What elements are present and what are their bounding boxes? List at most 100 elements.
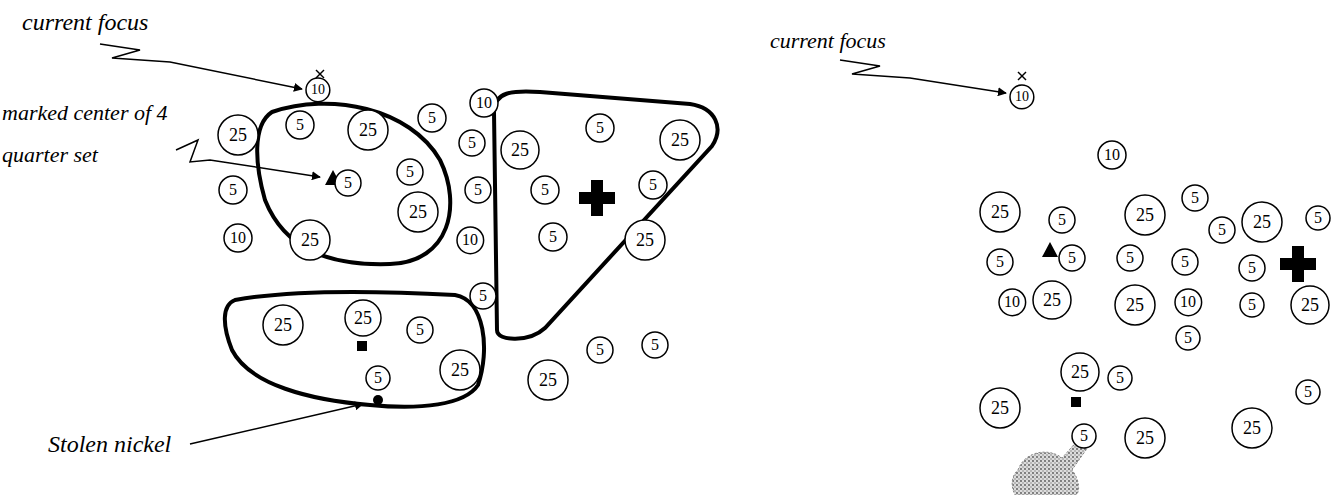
coin-circle [290,220,330,260]
coin-circle [660,120,700,160]
coin-circle [224,224,252,252]
coin-circle [1072,424,1096,448]
coin: 5 [585,113,615,143]
coin-value: 5 [468,135,476,151]
coin-value: 5 [596,120,604,136]
coin-circle [625,220,665,260]
coin-circle [528,360,568,400]
coin-value: 5 [344,175,352,191]
focus-mark [316,70,324,78]
coin: 5 [1295,379,1321,405]
coin: 5 [1171,248,1199,276]
coin-circle [440,350,480,390]
coin: 5 [406,316,434,344]
coin-circle [286,111,314,139]
coin-value: 25 [1136,429,1154,447]
coin: 10 [998,288,1027,317]
coin: 5 [365,365,391,391]
nickel-dot [373,395,383,405]
coin: 5 [986,248,1014,276]
coin-circle [642,332,668,358]
coin: 5 [1175,325,1201,351]
coin: 5 [1181,184,1209,212]
leader-arrow [840,60,1006,93]
coin: 25 [1060,352,1100,392]
coin-value: 5 [416,322,424,338]
coin-circle [457,227,484,254]
coin-value: 25 [1253,213,1271,231]
coin-circle [1240,293,1264,317]
hand [1012,439,1088,495]
center-triangle [1042,242,1058,257]
coin: 25 [500,130,540,170]
coin-value: 25 [636,231,654,249]
coin-value: 25 [354,309,372,327]
coin-circle [459,130,485,156]
coin: 25 [262,304,304,346]
coin: 10 [469,88,499,118]
coin-value: 25 [301,231,319,249]
coin: 5 [538,222,568,252]
coin-circle [1061,353,1099,391]
coin-value: 5 [1191,190,1199,206]
coin-circle [999,289,1026,316]
coin-value: 25 [1243,419,1261,437]
coin: 25 [979,191,1021,233]
coin-circle [335,170,361,196]
coin-value: 10 [462,232,478,248]
coin: 5 [1048,206,1076,234]
coin: 25 [659,119,701,161]
coin-circle [470,283,496,309]
coin-value: 25 [274,316,292,334]
coin: 5 [1058,244,1086,272]
coin-value: 25 [1043,291,1061,309]
coin: 25 [1241,201,1283,243]
coin-circle [987,249,1013,275]
coin: 5 [218,175,248,205]
coin-circle [1291,286,1329,324]
coin-value: 25 [451,361,469,379]
coin-value: 25 [991,399,1009,417]
center-cross [579,180,615,216]
coin-value: 10 [1004,294,1020,310]
coin: 5 [1238,254,1266,282]
coin-value: 5 [1068,250,1076,266]
coin-circle [470,89,498,117]
coin-value: 25 [1071,363,1089,381]
coin: 25 [527,359,569,401]
coin: 5 [1107,365,1133,391]
coin-value: 5 [1184,330,1192,346]
coin-value: 25 [229,126,247,144]
coin: 5 [641,331,669,359]
coin-value: 25 [359,121,377,139]
center-square [1071,397,1081,407]
coin: 5 [285,110,315,140]
coin-circle [218,115,258,155]
coin-value: 25 [1136,206,1154,224]
center-cross [1280,246,1316,282]
coin: 5 [1239,292,1265,318]
coin: 10 [456,226,485,255]
coin-circle [980,192,1020,232]
leader-arrow [100,44,302,89]
coin-value: 10 [230,230,246,246]
coin: 25 [217,114,259,156]
coin-circle [639,171,667,199]
annotation: current focus [770,28,970,54]
coin-circle [263,305,303,345]
coin-circle [980,388,1020,428]
coin-value: 5 [374,370,382,386]
coin: 25 [1124,194,1166,236]
coin: 25 [979,387,1021,429]
coin: 5 [458,129,486,157]
coin-value: 5 [474,182,482,198]
annotation: current focus [22,8,232,37]
coin-value: 25 [1301,296,1319,314]
coin-circle [539,223,567,251]
coin-circle [219,176,247,204]
coin-circle [348,110,388,150]
coin-circle [1125,418,1165,458]
coin-circle [1306,206,1330,230]
coin-value: 25 [671,131,689,149]
coin-circle [1125,195,1165,235]
